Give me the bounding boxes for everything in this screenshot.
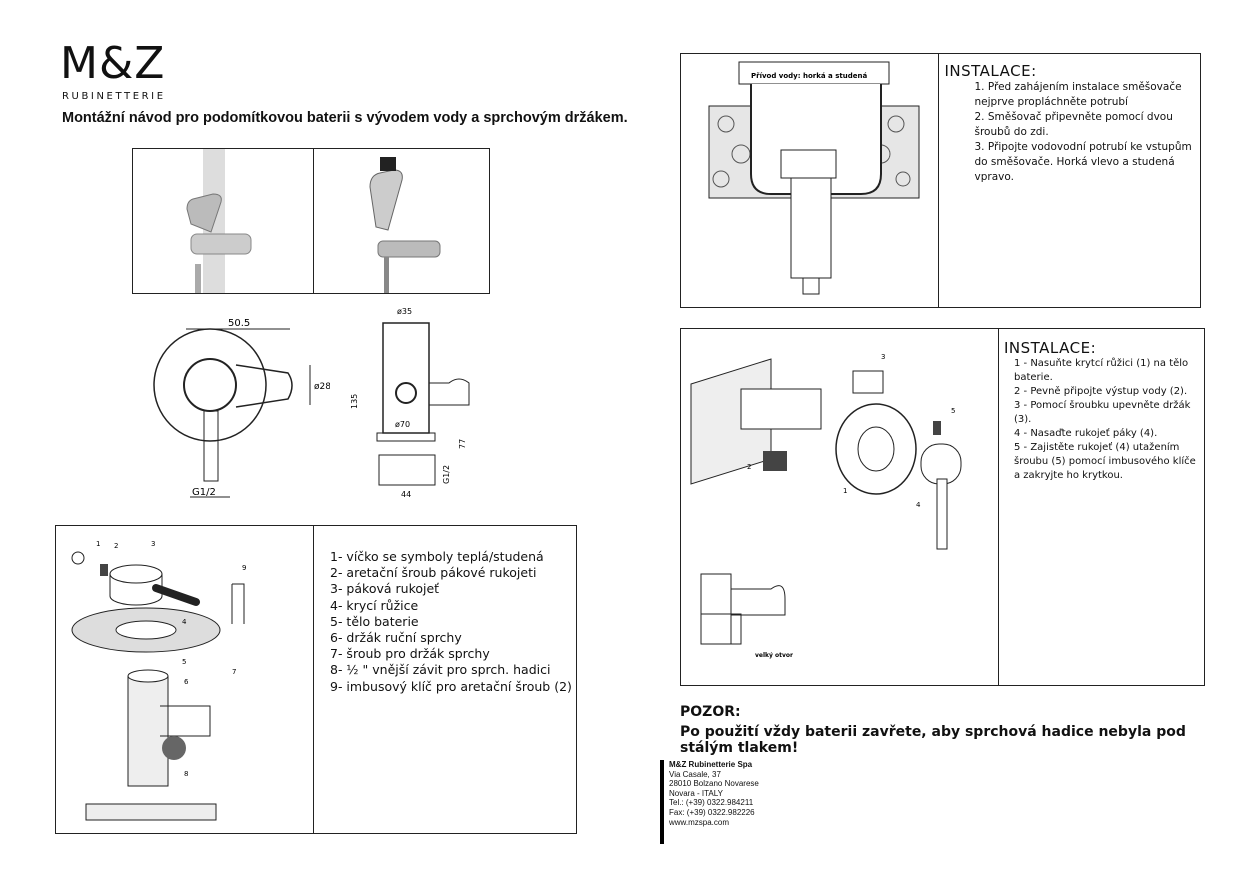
product-photo-chrome [186,149,252,293]
installation-step-box-2: 2 3 1 4 5 velký otvor INSTALACE: 1 - Nas… [680,328,1205,686]
exploded-label-2: 2 [114,542,118,550]
dim-diameter: ø28 [314,382,330,392]
assembly-label-5: 5 [951,407,955,415]
dim-base: 44 [401,490,411,499]
side-view-drawing: ø35 ø70 135 77 G1/2 44 [350,307,470,499]
dim-width: 50.5 [228,318,250,329]
dim-depth: 77 [458,439,467,449]
assembly-label-1: 1 [843,487,847,495]
warning-heading: POZOR: [680,704,741,720]
part-item: 9- imbusový klíč pro aretační šroub (2) [330,678,572,694]
exploded-label-7: 7 [232,668,236,676]
part-item: 6- držák ruční sprchy [330,630,462,646]
dim-plate-diameter: ø70 [395,420,410,429]
install-step: 3 - Pomocí šroubku upevněte držák (3). [1014,400,1191,425]
exploded-label-3: 3 [151,540,155,548]
installation-step-box-1: Přívod vody: horká a studená INSTALACE: … [680,53,1201,308]
exploded-label-8: 8 [184,770,188,778]
company-website: www.mzspa.com [669,817,730,827]
install-step: 1 - Nasuňte krytcí růžici (1) na tělo ba… [1014,358,1189,383]
part-item: 2- aretační šroub pákové rukojeti [330,565,537,581]
company-footer: M&Z Rubinetterie Spa Via Casale, 37 2801… [660,760,759,844]
front-view-drawing: 50.5 ø28 G1/2 [153,318,330,498]
parts-list: 1- víčko se symboly teplá/studená 2- are… [314,526,572,833]
part-item: 7- šroub pro držák sprchy [330,646,490,662]
part-item: 8- ½ " vnější závit pro sprch. hadici [330,662,551,678]
install-step: 2 - Pevně připojte výstup vody (2). [1014,386,1188,397]
exploded-view-drawing: 1 2 3 4 5 6 7 8 9 [71,540,246,821]
exploded-label-4: 4 [182,618,187,626]
wall-mounting-drawing: Přívod vody: horká a studená [708,61,920,295]
warning-text: Po použití vždy baterii zavřete, aby spr… [680,724,1186,756]
part-item: 1- víčko se symboly teplá/studená [330,549,544,564]
water-supply-label: Přívod vody: horká a studená [751,72,867,80]
installation-heading-2: INSTALACE: [1004,339,1097,357]
exploded-label-1: 1 [96,540,100,548]
install-step: 1. Před zahájením instalace směšovače ne… [974,81,1182,108]
page-title: Montážní návod pro podomítkovou baterii … [62,110,628,126]
part-item: 5- tělo baterie [330,613,419,629]
company-phone: Tel.: (+39) 0322.984211 [669,798,754,808]
company-city: 28010 Bolzano Novarese [669,779,759,789]
product-photos [132,148,490,294]
company-name: M&Z Rubinetterie Spa [669,760,753,769]
company-address: Via Casale, 37 [669,769,721,779]
dim-side-thread: G1/2 [442,465,451,484]
installation-heading-1: INSTALACE: [944,62,1037,80]
assembly-label-3: 3 [881,353,885,361]
product-photo-black [368,157,440,293]
parts-box: 1 2 3 4 5 6 7 8 9 1- víčko se symboly te… [55,525,577,834]
assembly-drawing: 2 3 1 4 5 velký otvor [690,353,962,659]
large-hole-label: velký otvor [755,652,793,659]
exploded-label-5: 5 [182,658,186,666]
dim-height: 135 [350,394,359,409]
company-fax: Fax: (+39) 0322.982226 [669,807,755,817]
assembly-label-4: 4 [916,501,921,509]
dim-thread: G1/2 [192,487,216,498]
assembly-label-2: 2 [747,463,751,471]
install-step: 3. Připojte vodovodní potrubí ke vstupům… [974,141,1192,183]
exploded-label-6: 6 [184,678,189,686]
brand-logo: M&Z [60,38,166,89]
install-step: 5 - Zajistěte rukojeť (4) utažením šroub… [1014,442,1196,481]
install-step: 4 - Nasaďte rukojeť páky (4). [1014,428,1158,439]
part-item: 3- páková rukojeť [330,581,440,597]
company-country: Novara - ITALY [669,788,723,798]
part-item: 4- krycí růžice [330,597,419,613]
brand-subtitle: RUBINETTERIE [62,91,166,102]
dim-top-diameter: ø35 [397,307,412,316]
exploded-label-9: 9 [242,564,246,572]
install-step: 2. Směšovač připevněte pomocí dvou šroub… [974,111,1173,138]
